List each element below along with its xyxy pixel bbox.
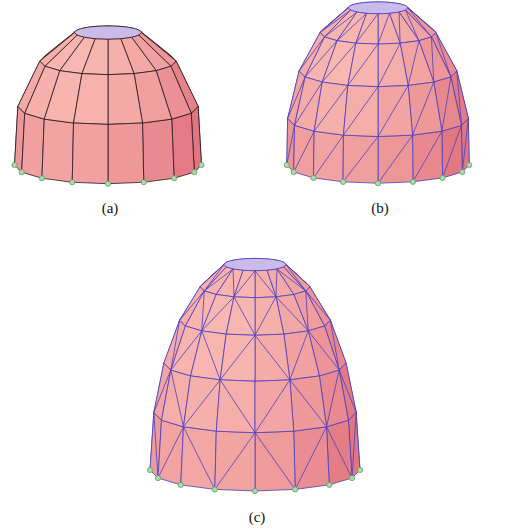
support-node [291, 169, 296, 174]
support-node [357, 467, 362, 472]
shell-panel [408, 82, 442, 135]
shell-panel [378, 135, 413, 183]
support-node [147, 467, 152, 472]
shell-panel [255, 270, 276, 297]
shell-panel [343, 135, 378, 183]
shell-panel [181, 427, 217, 490]
support-node [349, 475, 354, 480]
shell-panel [294, 125, 314, 178]
shell-panel [255, 334, 290, 381]
support-node [12, 162, 17, 167]
shell-panel [348, 43, 378, 86]
shell-panel [158, 420, 183, 485]
figure-label: (c) [247, 508, 268, 526]
shell-panel [220, 334, 255, 381]
shell-panel [72, 123, 108, 184]
support-node [178, 482, 183, 487]
support-node [460, 169, 465, 174]
shell-panel [108, 39, 134, 75]
shell-panel [378, 85, 413, 136]
support-node [199, 162, 204, 167]
shell-panel [314, 82, 348, 135]
shell-panel [22, 113, 45, 178]
shell-panel [313, 131, 343, 182]
dome-model [284, 2, 472, 186]
shell-panel [442, 125, 462, 178]
support-node [284, 162, 289, 167]
shell-panel [327, 420, 352, 485]
shell-panel [42, 119, 74, 182]
support-node [340, 179, 345, 184]
support-node [311, 175, 316, 180]
support-node [375, 181, 380, 186]
dome-model [12, 26, 204, 186]
shell-panel [215, 431, 255, 491]
shell-panel [255, 297, 284, 335]
support-node [141, 180, 146, 185]
shell-panel [255, 380, 294, 433]
shell-panel [343, 85, 378, 136]
figure-label: (b) [369, 199, 391, 217]
shell-panel [216, 380, 255, 433]
support-node [105, 181, 110, 186]
shell-panel [413, 131, 443, 182]
support-node [70, 180, 75, 185]
support-node [252, 488, 257, 493]
support-node [192, 170, 197, 175]
shell-panel [143, 119, 175, 182]
support-node [171, 176, 176, 181]
support-node [467, 162, 472, 167]
shell-panel [82, 39, 108, 75]
support-node [155, 475, 160, 480]
support-node [327, 482, 332, 487]
shell-panel [108, 123, 144, 184]
support-node [39, 176, 44, 181]
figure-label: (a) [100, 199, 121, 217]
dome-model [147, 258, 362, 493]
support-node [212, 487, 217, 492]
shell-panel [294, 427, 330, 490]
shell-panel [226, 297, 255, 335]
shell-panel [108, 74, 143, 125]
shell-panel [255, 431, 295, 491]
support-node [440, 175, 445, 180]
shell-panel [290, 376, 327, 431]
shell-panel [356, 13, 378, 44]
shell-panel [74, 74, 109, 125]
support-node [293, 487, 298, 492]
support-node [410, 179, 415, 184]
shell-panel [378, 43, 408, 86]
shell-panel [172, 113, 195, 178]
shell-panel [183, 376, 220, 431]
support-node [19, 170, 24, 175]
shell-panel [234, 270, 255, 297]
shell-panel [378, 13, 400, 44]
